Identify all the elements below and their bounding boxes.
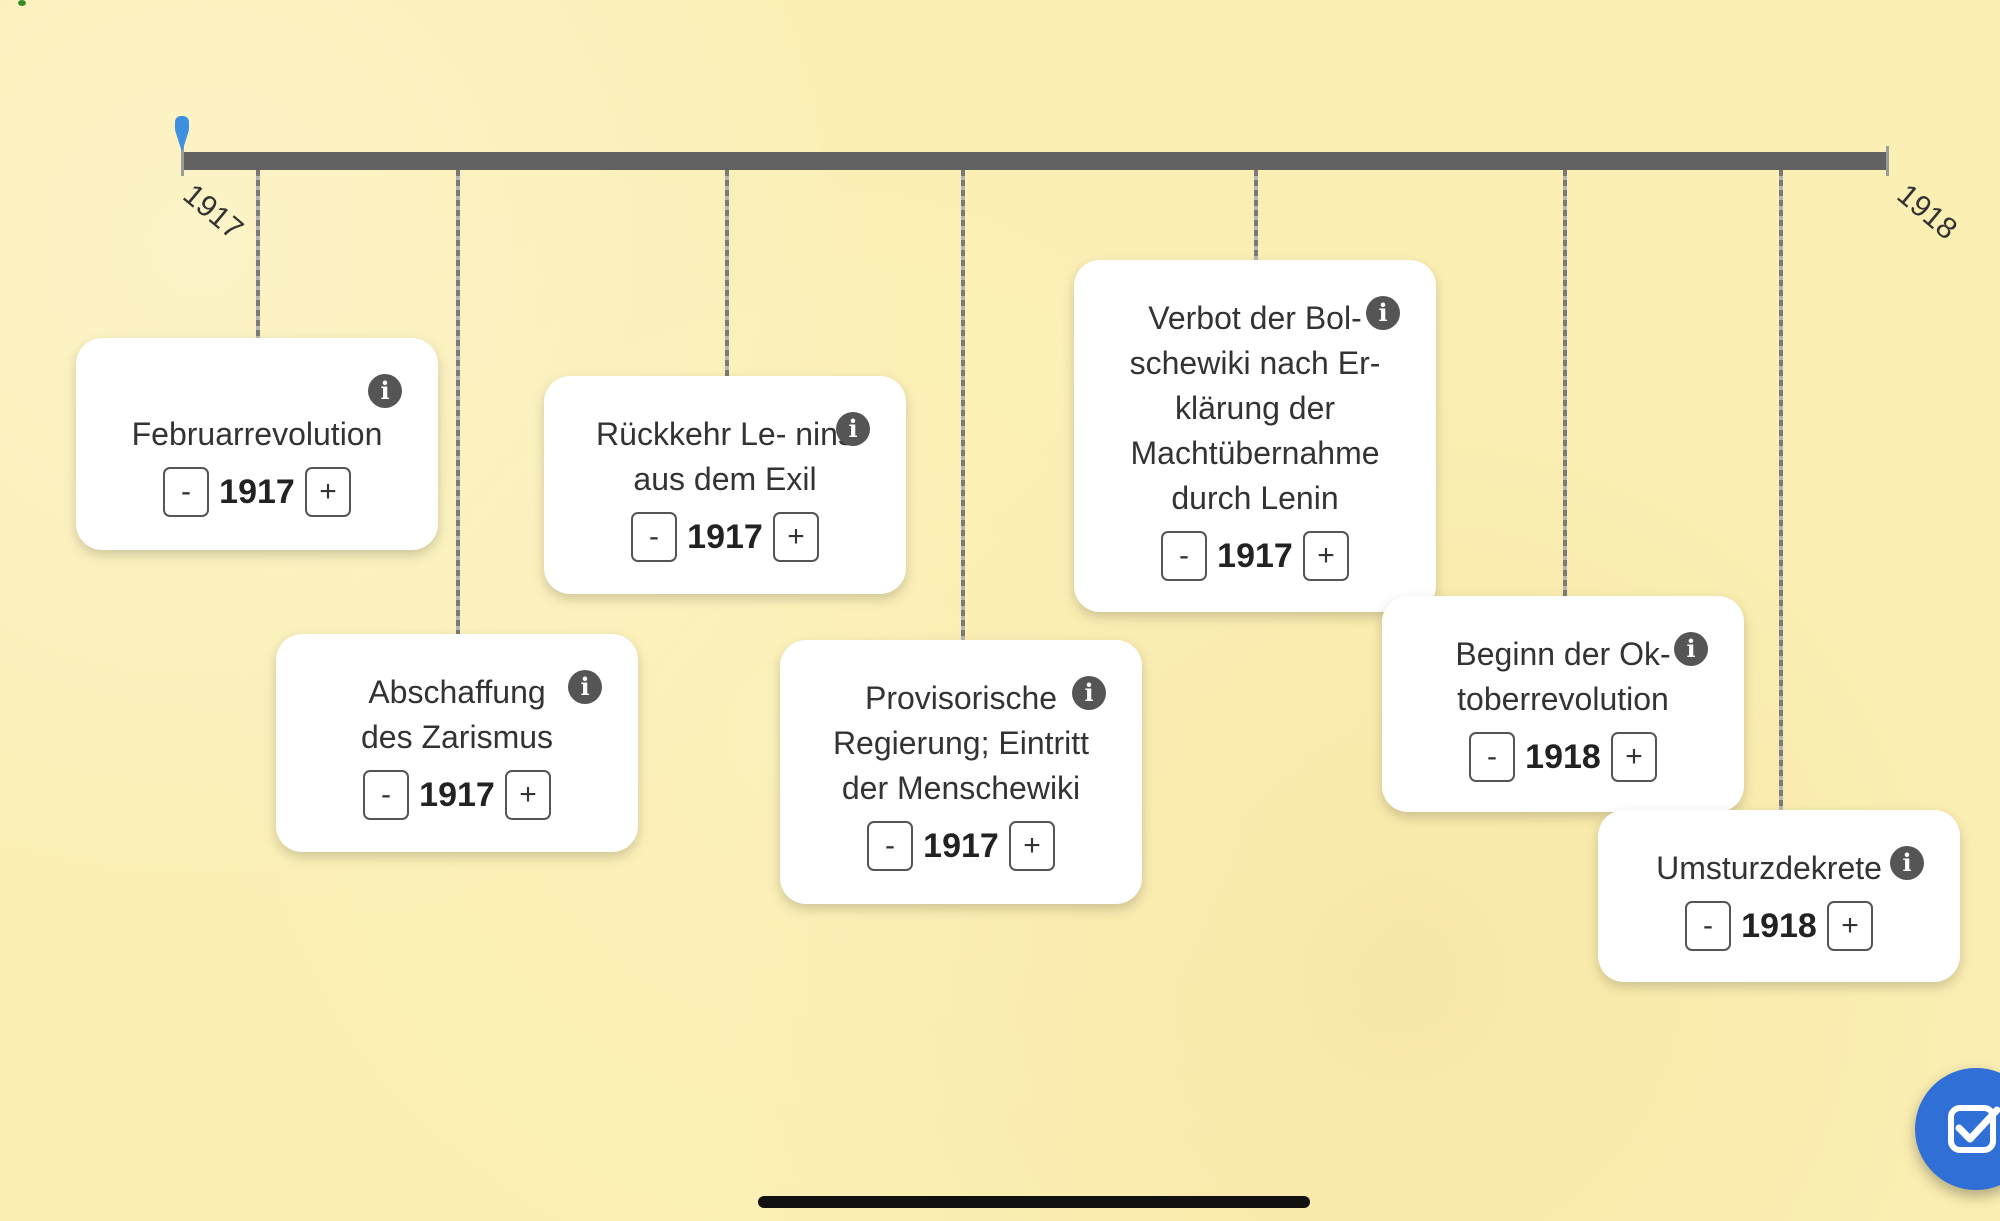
connector-provisorische [961, 170, 965, 648]
info-icon[interactable]: i [368, 374, 402, 408]
pin-marker-icon[interactable] [174, 116, 190, 152]
event-card[interactable]: i Februarrevolution - 1917 + [76, 338, 438, 550]
info-icon[interactable]: i [1072, 676, 1106, 710]
info-icon[interactable]: i [836, 412, 870, 446]
year-value: 1918 [1525, 737, 1601, 776]
decrement-button[interactable]: - [1469, 732, 1515, 782]
increment-button[interactable]: + [505, 770, 551, 820]
year-stepper: - 1917 + [76, 467, 438, 517]
increment-button[interactable]: + [1827, 901, 1873, 951]
decrement-button[interactable]: - [363, 770, 409, 820]
increment-button[interactable]: + [1009, 821, 1055, 871]
connector-oktoberrevolution [1563, 170, 1567, 606]
event-title: Verbot der Bol- schewiki nach Er- klärun… [1129, 300, 1381, 516]
year-value: 1917 [923, 826, 999, 865]
increment-button[interactable]: + [773, 512, 819, 562]
year-value: 1917 [419, 775, 495, 814]
home-indicator[interactable] [758, 1196, 1310, 1208]
check-answers-button[interactable] [1915, 1068, 2000, 1190]
event-title: Beginn der Ok- toberrevolution [1455, 636, 1671, 717]
event-card[interactable]: i Rückkehr Le- nins aus dem Exil - 1917 … [544, 376, 906, 594]
increment-button[interactable]: + [1611, 732, 1657, 782]
year-stepper: - 1917 + [544, 512, 906, 562]
connector-umsturzdekrete [1779, 170, 1783, 818]
year-stepper: - 1917 + [1074, 531, 1436, 581]
info-icon[interactable]: i [1890, 846, 1924, 880]
event-title: Umsturzdekrete [1656, 850, 1882, 886]
connector-februarrevolution [256, 170, 260, 346]
connector-rueckkehr [725, 170, 729, 384]
timeline-axis [182, 152, 1888, 170]
decrement-button[interactable]: - [867, 821, 913, 871]
event-card[interactable]: i Abschaffung des Zarismus - 1917 + [276, 634, 638, 852]
timeline-axis-end-tick [1886, 146, 1889, 176]
event-card[interactable]: i Verbot der Bol- schewiki nach Er- klär… [1074, 260, 1436, 612]
year-value: 1917 [687, 517, 763, 556]
event-title: Februarrevolution [131, 416, 383, 452]
event-card[interactable]: i Umsturzdekrete - 1918 + [1598, 810, 1960, 982]
connector-verbot [1254, 170, 1258, 270]
year-stepper: - 1917 + [780, 821, 1142, 871]
info-icon[interactable]: i [568, 670, 602, 704]
year-value: 1918 [1741, 906, 1817, 945]
year-value: 1917 [1217, 536, 1293, 575]
year-stepper: - 1917 + [276, 770, 638, 820]
year-stepper: - 1918 + [1598, 901, 1960, 951]
year-stepper: - 1918 + [1382, 732, 1744, 782]
info-icon[interactable]: i [1674, 632, 1708, 666]
event-title: Rückkehr Le- nins aus dem Exil [596, 416, 854, 497]
decrement-button[interactable]: - [631, 512, 677, 562]
event-card[interactable]: i Provisorische Regierung; Eintritt der … [780, 640, 1142, 904]
timeline-start-label: 1917 [176, 178, 250, 247]
event-card[interactable]: i Beginn der Ok- toberrevolution - 1918 … [1382, 596, 1744, 812]
corner-dot [18, 0, 26, 6]
info-icon[interactable]: i [1366, 296, 1400, 330]
decrement-button[interactable]: - [1685, 901, 1731, 951]
increment-button[interactable]: + [1303, 531, 1349, 581]
event-title: Provisorische Regierung; Eintritt der Me… [832, 680, 1090, 806]
timeline-axis-start-tick [181, 146, 184, 176]
decrement-button[interactable]: - [163, 467, 209, 517]
timeline-end-label: 1918 [1890, 178, 1964, 247]
decrement-button[interactable]: - [1161, 531, 1207, 581]
increment-button[interactable]: + [305, 467, 351, 517]
event-title: Abschaffung des Zarismus [360, 674, 554, 755]
checkbox-check-icon [1948, 1105, 2000, 1153]
connector-abschaffung [456, 170, 460, 642]
year-value: 1917 [219, 472, 295, 511]
